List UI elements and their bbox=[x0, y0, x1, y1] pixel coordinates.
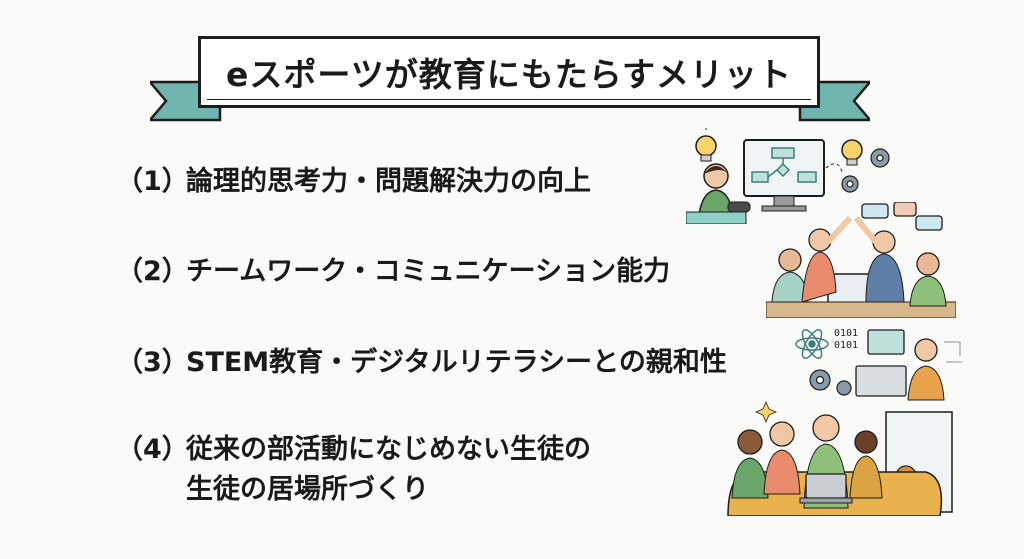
item-number: （1） bbox=[116, 166, 189, 197]
item-text-line1: 従来の部活動になじめない生徒の bbox=[186, 434, 591, 465]
student-figure bbox=[771, 215, 947, 307]
list-item-4: （4） 従来の部活動になじめない生徒の 生徒の居場所づくり bbox=[116, 430, 591, 510]
binary-text-2: 0101 bbox=[834, 340, 858, 351]
teamwork-illustration bbox=[766, 202, 956, 318]
circuit-icon bbox=[944, 341, 962, 363]
atom-icon bbox=[795, 329, 829, 359]
binary-text: 0101 bbox=[834, 328, 858, 339]
stem-illustration: 0101 0101 bbox=[795, 328, 962, 401]
gear-icon bbox=[841, 148, 890, 193]
item-text: 論理的思考力・問題解決力の向上 bbox=[186, 166, 591, 197]
lightbulb-icon bbox=[841, 139, 863, 166]
page-title: eスポーツが教育にもたらすメリット bbox=[225, 55, 793, 94]
gear-icon bbox=[809, 369, 852, 396]
list-item-1: （1） 論理的思考力・問題解決力の向上 bbox=[116, 162, 591, 202]
banner-underline bbox=[207, 99, 811, 100]
item-number: （2） bbox=[116, 256, 189, 287]
item-number: （4） bbox=[116, 434, 189, 465]
student-figure bbox=[907, 338, 945, 401]
title-box: eスポーツが教育にもたらすメリット bbox=[198, 36, 820, 108]
item-text: チームワーク・コミュニケーション能力 bbox=[186, 256, 671, 287]
list-item-2: （2） チームワーク・コミュニケーション能力 bbox=[116, 252, 670, 292]
lightbulb-icon bbox=[695, 128, 717, 162]
chat-bubble-icon bbox=[861, 202, 943, 231]
flowchart-icon bbox=[751, 147, 817, 183]
belonging-illustration bbox=[727, 400, 953, 516]
item-number: （3） bbox=[116, 347, 189, 378]
title-banner: eスポーツが教育にもたらすメリット bbox=[150, 36, 870, 136]
laptop-icon bbox=[799, 473, 853, 504]
item-text-line2: 生徒の居場所づくり bbox=[186, 474, 429, 505]
list-item-3: （3） STEM教育・デジタルリテラシーとの親和性 bbox=[116, 343, 727, 383]
sparkle-icon bbox=[754, 400, 778, 424]
item-text: STEM教育・デジタルリテラシーとの親和性 bbox=[186, 347, 727, 378]
logical-thinking-illustration bbox=[686, 128, 890, 224]
